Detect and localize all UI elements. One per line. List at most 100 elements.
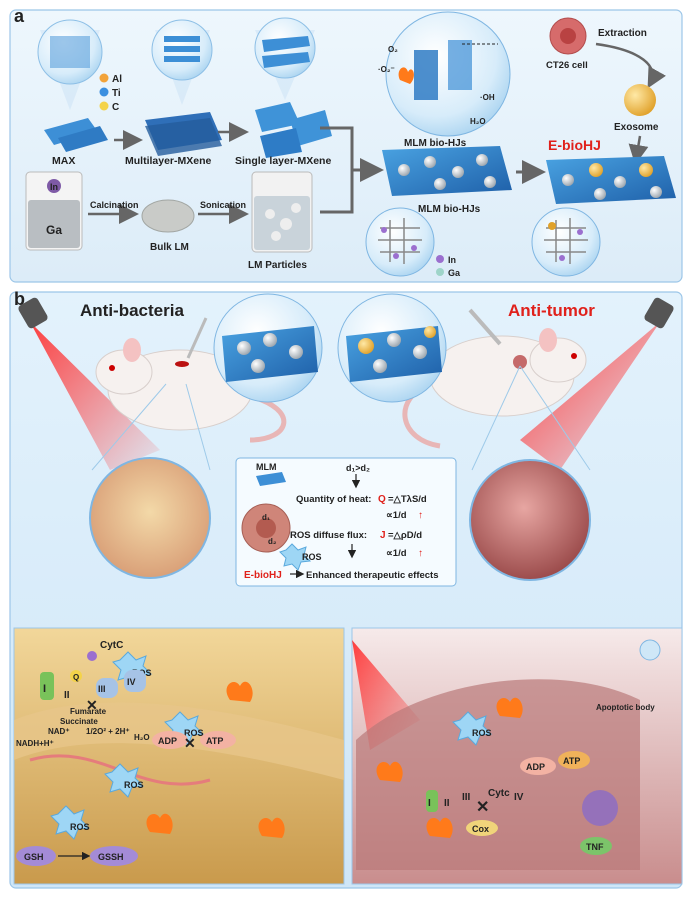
tnf-pill [580,837,612,855]
mlm-biohj-mechanism-bubble [385,11,511,137]
tumor-complex-iv: IV [514,792,524,803]
gssh-label: GSSH [98,852,124,862]
ebiohj-sheet-bubble [337,293,447,403]
fumarate-label: Fumarate [70,707,107,716]
panel-a-tag: a [14,6,25,26]
nad-label: NAD⁺ [48,727,70,736]
bact-complex-iii: III [98,684,106,694]
arrow-exosome-to-ebiohj [628,135,649,165]
flux-formula: =△ρD/d [388,530,422,541]
apoptotic-label: Apoptotic body [596,703,655,712]
al-legend-label: Al [112,74,122,85]
exosome-label: Exosome [614,122,659,133]
cell-diagram [241,503,291,553]
multilayer-mxene-illustration [145,19,222,156]
mech-o2-label: O₂ [388,45,398,54]
heat-text: Quantity of heat: [296,494,371,505]
element-legend: Al Ti C [99,73,122,113]
arrow-extraction [595,42,667,89]
center-mlm-label: MLM [256,462,277,472]
tumor-flame-icon-2 [426,817,453,838]
ti-legend-dot [99,87,109,97]
max-label: MAX [52,155,75,167]
in-label: In [50,182,58,192]
in-legend-label: In [448,255,456,265]
nadh-label: NADH+H⁺ [16,739,54,748]
tumor-complex-ii: II [444,798,450,809]
cox-pill [466,820,498,836]
tumor-adp-pill [520,757,556,775]
gsh-pill [16,846,56,866]
flame-icon-2 [226,681,253,702]
adp-pill [152,731,188,749]
bact-ros-2: ROS [184,728,204,738]
tumor-ros-burst-icon [452,711,493,746]
exosome-icon [624,84,656,116]
anti-bacteria-title: Anti-bacteria [80,301,184,320]
tumor-complex-i-shape [426,790,438,812]
tumor-zoom-lines [471,365,591,471]
tumor-zoom-circle [469,459,591,581]
ga-legend-label: Ga [448,268,461,278]
tumor-cell-body [356,679,640,870]
tumor-adp: ADP [526,762,545,772]
bact-ros-4: ROS [70,822,90,832]
mlm-mini-sheet [256,472,286,486]
cytc-icon [87,651,97,661]
q-icon [70,670,82,682]
c-legend-dot [99,101,109,111]
bact-q: Q [73,673,79,682]
h2o-label: H₂O [134,733,150,742]
wound-zoom-lines [91,383,211,471]
single-layer-mxene-label: Single layer-MXene [235,155,331,167]
mlm-biohj-circle-label: MLM bio-HJs [404,138,467,149]
ebiohj-label: E-bioHJ [548,137,601,153]
mech-h2o-label: H₂O [470,117,486,126]
lattice-bubble [365,207,435,277]
gsh-label: GSH [24,852,44,862]
heat-formula: =△TλS/d [388,494,427,505]
up-arrow-1-icon: ↑ [418,510,423,521]
tumor-flame-icon-3 [496,697,523,718]
nucleus-icon [582,790,618,826]
mlm-biohjs-label: MLM bio-HJs [418,204,481,215]
complex-iv-shape [124,670,146,692]
flux-j: J [380,530,386,541]
ros-burst-icon-3 [104,763,145,798]
apoptotic-body-icon [639,639,661,661]
mech-oh-label: ·OH [480,93,495,102]
prop-2: ∝1/d [386,548,407,559]
succinate-label: Succinate [60,717,98,726]
heat-q: Q [378,494,386,505]
extraction-label: Extraction [598,28,647,39]
in-legend-dot [436,255,444,263]
block-x-icon-2: ✕ [184,735,196,751]
bact-adp: ADP [158,736,177,746]
enhanced-label: Enhanced therapeutic effects [306,570,439,581]
center-ebiohj-label: E-bioHJ [244,570,282,581]
bact-complex-ii: II [64,690,70,701]
block-x-icon-1: ✕ [86,697,98,713]
tumor-tnf: TNF [586,842,604,852]
ga-beaker-illustration [25,171,83,251]
prop-1: ∝1/d [386,510,407,521]
lm-particles-beaker-illustration [251,171,313,253]
tumor-block-x-icon: ✕ [476,799,489,816]
ebiohj-sheet [546,156,676,204]
d1-label: d₁ [262,513,271,522]
ct26-label: CT26 cell [546,60,588,71]
tumor-complex-i: I [428,798,431,809]
cytc-label: CytC [100,640,123,651]
gssh-pill [90,846,138,866]
complex-iii-shape [96,678,118,698]
panel-b-tag: b [14,289,25,309]
right-nir-lamp [520,297,674,470]
sonication-label: Sonication [200,200,246,210]
c-legend-label: C [112,102,119,113]
tumor-ros: ROS [472,728,492,738]
left-nir-lamp [18,297,160,470]
bulk-lm-blob [141,199,195,233]
o2-label: 1/2O² + 2H⁺ [86,727,130,736]
bact-complex-iv: IV [127,677,136,687]
mlm-sheet-bubble [213,293,323,403]
